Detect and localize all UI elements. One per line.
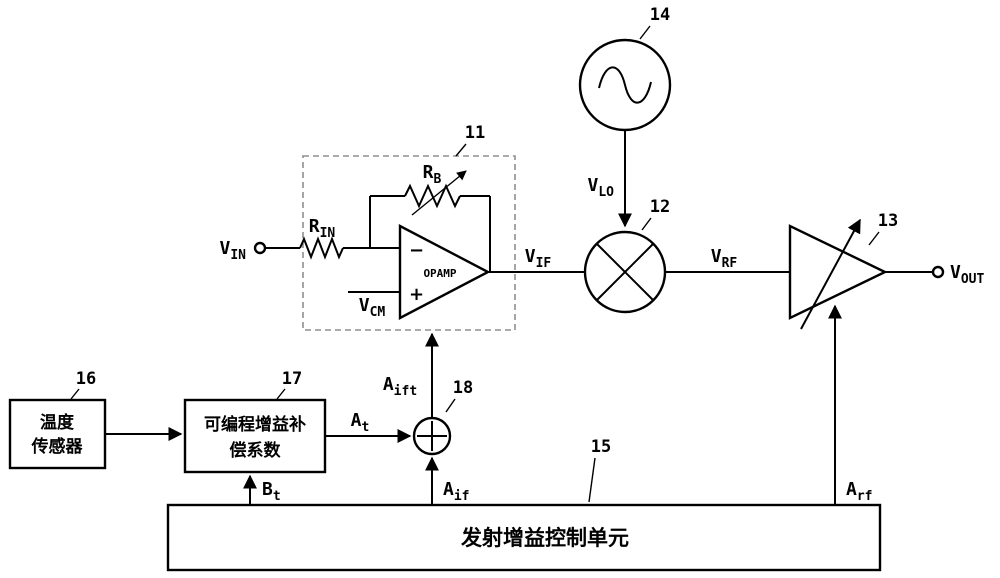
summer-block: 18	[412, 378, 473, 456]
rb-label: RB	[423, 162, 442, 187]
arf-label: Arf	[846, 479, 873, 504]
opamp-triangle	[398, 224, 491, 320]
aift-label: Aift	[383, 374, 417, 399]
temp-sensor-label-line2: 传感器	[31, 436, 84, 457]
ref-control-unit: 15	[591, 437, 611, 457]
opamp-plus-sign: +	[409, 284, 424, 305]
amplifier-triangle	[788, 224, 888, 320]
aift-path: Aift	[383, 332, 439, 418]
temp-sensor-label-line1: 温度	[40, 412, 75, 433]
bt-path: Bt	[243, 474, 281, 505]
vcm-label: VCM	[359, 295, 386, 320]
pgc-label-line1: 可编程增益补	[204, 414, 306, 435]
vrf-path: VRF	[665, 246, 790, 273]
sine-wave-icon	[598, 66, 652, 104]
ref-pgc: 17	[282, 369, 302, 389]
at-label: At	[351, 410, 370, 435]
vout-terminal	[931, 265, 945, 279]
amplifier-variable-arrow-icon	[800, 218, 861, 330]
rin-label: RIN	[309, 216, 336, 241]
oscillator-block: 14	[578, 5, 672, 132]
ref-amplifier: 13	[878, 211, 898, 231]
pgc-box	[183, 398, 327, 474]
mixer-x-icon	[596, 243, 654, 301]
vif-path: VIF	[488, 246, 585, 273]
vlo-path: VLO	[588, 130, 632, 228]
rin-resistor	[299, 236, 344, 260]
ref-oscillator: 14	[650, 5, 670, 25]
pgc-label-line2: 偿系数	[230, 440, 282, 461]
temp-sensor-box	[8, 398, 107, 470]
amplifier-block: 13	[788, 211, 898, 330]
temp-sensor-block: 温度 传感器 16	[8, 369, 107, 470]
ref-tick-mixer	[641, 217, 652, 231]
vlo-label: VLO	[588, 175, 615, 200]
vout-label: VOUT	[950, 262, 984, 287]
opamp-stage: 11 VIN RIN RB − + OPAMP VCM	[220, 123, 516, 331]
vin-terminal	[253, 241, 267, 255]
aif-label: Aif	[443, 479, 470, 504]
ref-tick-summer	[445, 398, 456, 413]
opamp-minus-sign: −	[409, 240, 424, 261]
ref-opamp-box: 11	[465, 123, 485, 143]
mixer-block: 12	[583, 197, 670, 314]
arf-path: Arf	[828, 304, 873, 505]
ref-tick-control-unit	[588, 457, 596, 503]
ref-tick-temp-sensor	[70, 388, 80, 400]
ref-temp-sensor: 16	[76, 369, 96, 389]
control-unit-label: 发射增益控制单元	[460, 526, 629, 550]
vrf-label: VRF	[711, 246, 738, 271]
rb-variable-arrow-icon	[411, 170, 467, 216]
pgc-block: 可编程增益补 偿系数 17	[183, 369, 327, 474]
opamp-label: OPAMP	[423, 267, 456, 280]
ref-tick-pgc	[276, 388, 286, 400]
control-unit-block: 发射增益控制单元 15	[166, 437, 882, 572]
at-path: At	[325, 410, 412, 443]
control-unit-box	[166, 503, 882, 572]
vif-label: VIF	[525, 246, 552, 271]
ref-summer: 18	[453, 378, 473, 398]
ref-tick-oscillator	[639, 25, 651, 40]
ref-mixer: 12	[650, 197, 670, 217]
ref-tick-opamp-box	[455, 143, 467, 157]
aif-path: Aif	[425, 456, 470, 505]
vin-label: VIN	[220, 238, 247, 263]
bt-label: Bt	[262, 479, 281, 504]
rb-resistor	[404, 183, 461, 209]
ref-tick-amplifier	[868, 231, 880, 246]
vout-path: VOUT	[885, 262, 984, 287]
